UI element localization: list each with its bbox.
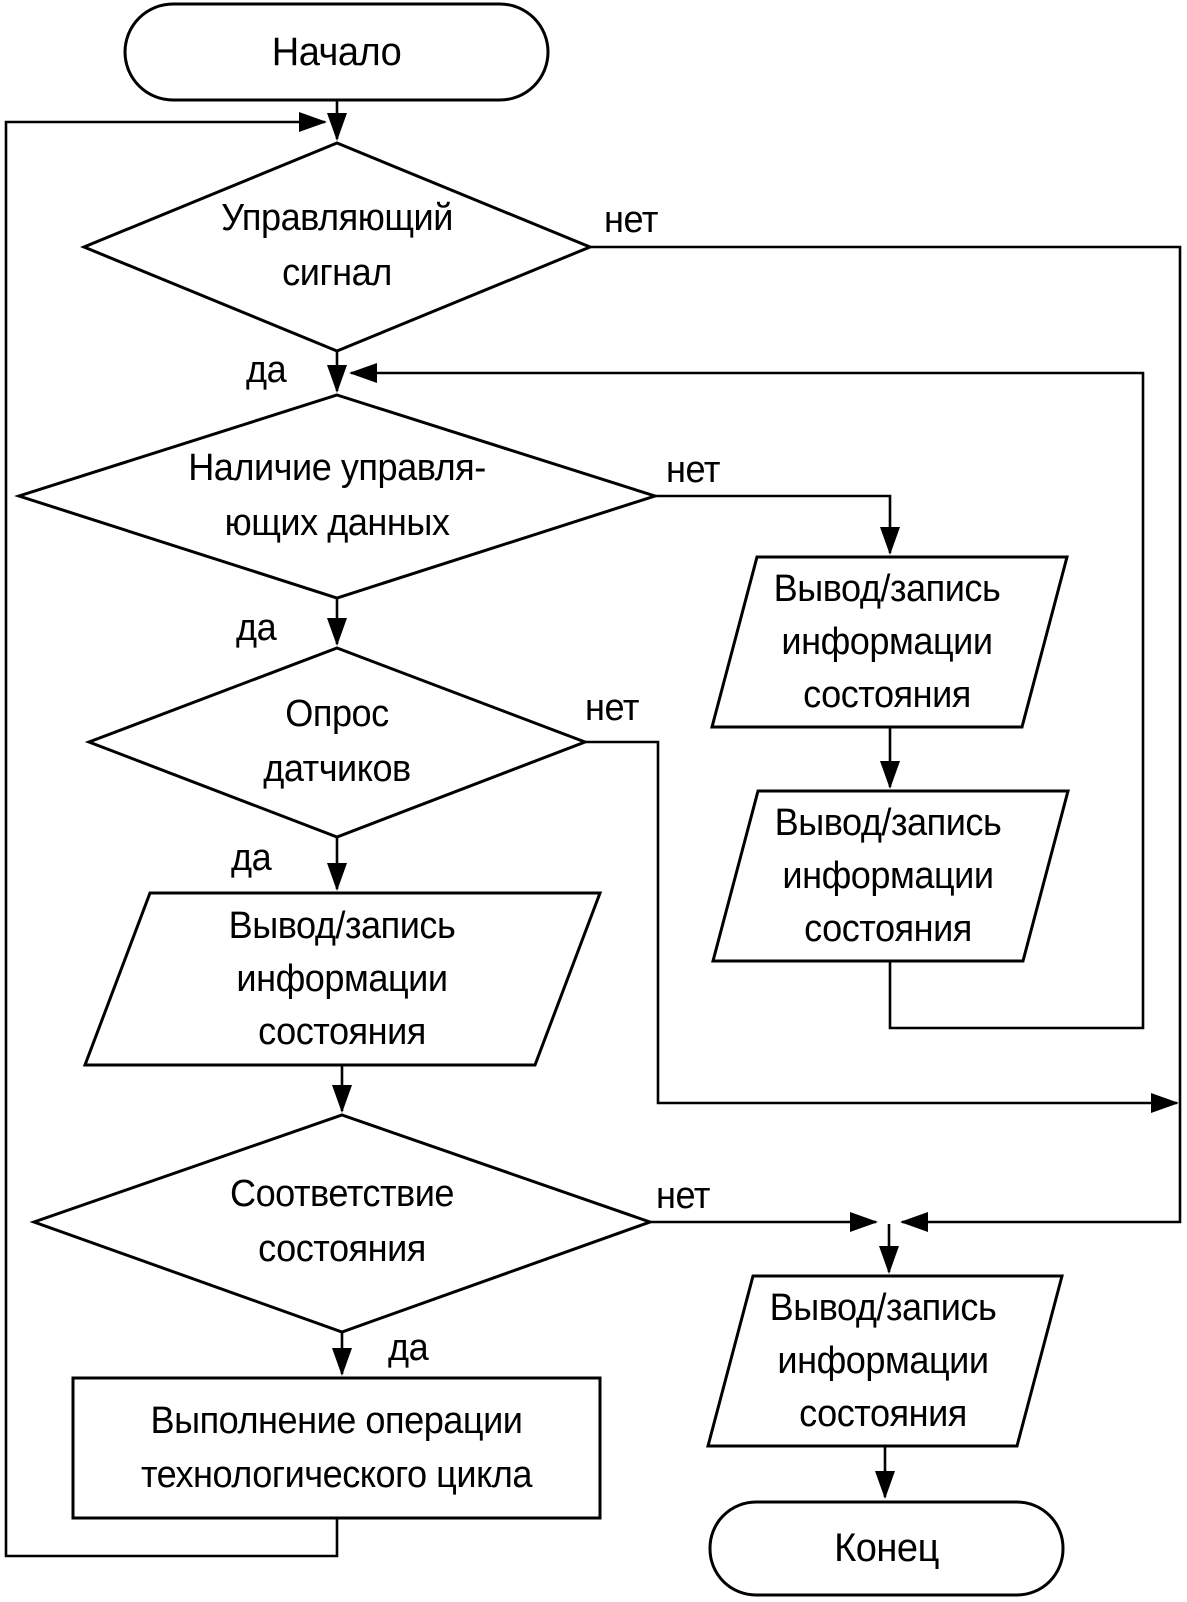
- edge-label-yes-state-match: да: [388, 1327, 429, 1369]
- edge-sensor-poll-no: [585, 740, 1179, 1113]
- start-terminator-shape: [123, 2, 550, 102]
- edge-loop-process-to-top: [4, 112, 339, 1558]
- edge-control-data-no: [655, 494, 900, 555]
- edge-control-signal-no: [590, 245, 1182, 1232]
- decision-control-data-shape: [14, 393, 660, 600]
- decision-sensor-poll-shape: [84, 646, 590, 839]
- io-state-right-1-shape: [710, 555, 1069, 729]
- edge-label-no-sensor-poll: нет: [585, 687, 639, 729]
- decision-control-signal-shape: [80, 141, 594, 353]
- edge-label-yes-sensor-poll: да: [231, 837, 272, 879]
- process-tech-cycle-shape: [71, 1376, 602, 1520]
- edge-label-no-state-match: нет: [656, 1175, 710, 1217]
- edge-label-yes-control-signal: да: [246, 349, 287, 391]
- edge-label-no-control-data: нет: [666, 449, 720, 491]
- io-state-final-shape: [706, 1274, 1064, 1448]
- io-state-right-2-shape: [711, 789, 1070, 963]
- decision-state-match-shape: [29, 1113, 655, 1334]
- end-terminator-shape: [708, 1500, 1065, 1597]
- io-state-main-shape: [82, 891, 603, 1067]
- edge-io2-loop-to-control-data: [349, 363, 1145, 1030]
- edge-label-yes-control-data: да: [236, 607, 277, 649]
- edge-label-no-control-signal: нет: [604, 199, 658, 241]
